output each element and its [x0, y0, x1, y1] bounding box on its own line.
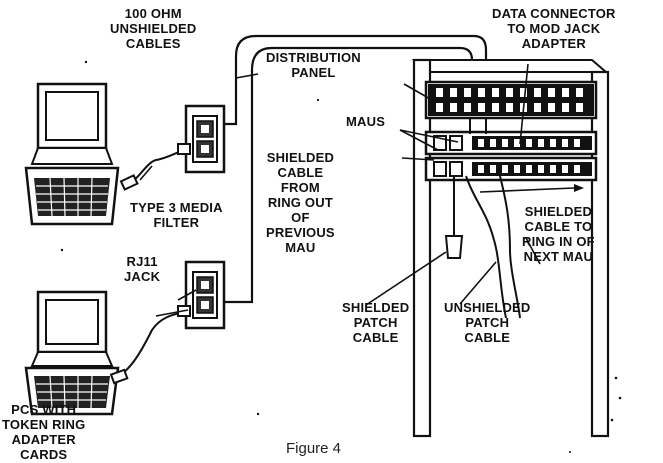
label-100ohm-cables: 100 OHM UNSHIELDED CABLES — [110, 6, 197, 51]
label-unshielded-patch-cable: UNSHIELDED PATCH CABLE — [444, 300, 531, 345]
label-shielded-cable-to: SHIELDED CABLE TO RING IN OF NEXT MAU — [522, 204, 595, 264]
pc-upper — [26, 84, 118, 224]
label-rj11-jack: RJ11 JACK — [124, 254, 160, 284]
mau-units — [426, 132, 596, 180]
wall-plate-lower — [186, 262, 224, 328]
label-maus: MAUS — [346, 114, 385, 129]
label-shielded-patch-cable: SHIELDED PATCH CABLE — [342, 300, 409, 345]
label-data-connector: DATA CONNECTOR TO MOD JACK ADAPTER — [492, 6, 616, 51]
figure-caption: Figure 4 — [286, 440, 341, 457]
distribution-panel — [426, 82, 596, 118]
label-pcs: PCS WITH TOKEN RING ADAPTER CARDS — [2, 402, 85, 462]
pc-lower — [26, 292, 118, 414]
wall-plate-upper — [186, 106, 224, 172]
label-distribution-panel: DISTRIBUTION PANEL — [266, 50, 361, 80]
label-type3-filter: TYPE 3 MEDIA FILTER — [130, 200, 223, 230]
label-shielded-cable-from: SHIELDED CABLE FROM RING OUT OF PREVIOUS… — [266, 150, 335, 255]
